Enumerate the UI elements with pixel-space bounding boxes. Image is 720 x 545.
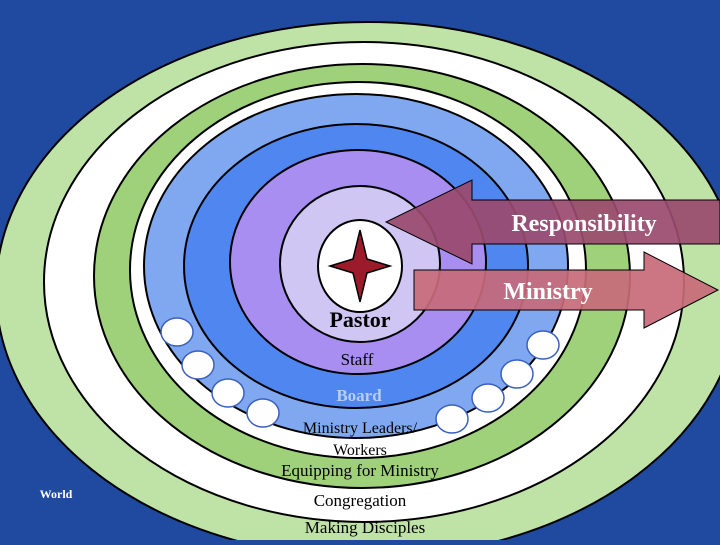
member-circle	[160, 317, 194, 347]
staff-label: Staff	[341, 350, 374, 369]
workers-label: Workers	[333, 442, 387, 459]
world-label: World	[40, 487, 73, 501]
member-circles-right	[435, 330, 560, 434]
ministry-leaders-label: Ministry Leaders/	[303, 420, 418, 437]
compass-star-icon	[327, 229, 393, 303]
making-disciples-label: Making Disciples	[305, 518, 425, 537]
responsibility-label: Responsibility	[511, 211, 656, 237]
board-label: Board	[336, 386, 382, 405]
congregation-label: Congregation	[314, 491, 407, 510]
member-circle	[211, 378, 245, 408]
member-circle	[500, 359, 534, 389]
equipping-label: Equipping for Ministry	[281, 461, 439, 480]
member-circle	[181, 350, 215, 380]
ministry-label: Ministry	[503, 279, 592, 305]
member-circle	[526, 330, 560, 360]
ministry-arrow	[413, 251, 720, 329]
responsibility-arrow	[384, 179, 720, 265]
member-circle	[246, 398, 280, 428]
member-circle	[471, 383, 505, 413]
member-circle	[435, 404, 469, 434]
pastor-label: Pastor	[329, 307, 390, 332]
member-circles-left	[160, 317, 280, 428]
